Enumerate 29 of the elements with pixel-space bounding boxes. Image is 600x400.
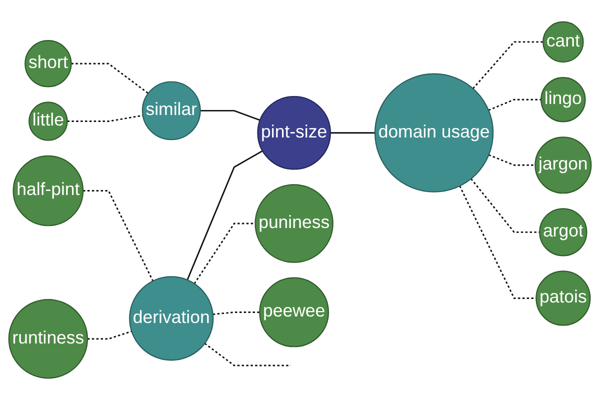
connector — [87, 330, 132, 340]
node-circle: little — [28, 102, 68, 141]
connector — [472, 41, 544, 90]
connector — [67, 114, 143, 122]
connector — [488, 154, 536, 166]
node-circle: pint-size — [257, 96, 331, 170]
node-circle: puniness — [254, 184, 334, 263]
node-circle: patois — [536, 270, 591, 326]
node-circle: domain usage — [374, 73, 494, 192]
connector — [83, 190, 154, 282]
node-circle: runtiness — [8, 299, 88, 379]
node-circle: argot — [539, 208, 588, 256]
connector — [470, 178, 540, 233]
connector — [488, 98, 542, 111]
connector — [200, 110, 260, 121]
connector — [330, 132, 375, 134]
node-circle: cant — [542, 21, 584, 63]
connector — [204, 342, 291, 366]
connector — [71, 62, 149, 94]
node-circle: peewee — [259, 277, 329, 348]
node-circle: short — [24, 40, 72, 88]
node-circle: half-pint — [12, 155, 84, 226]
connector — [186, 150, 263, 280]
connector — [459, 186, 536, 299]
connector — [194, 222, 256, 284]
connector — [212, 312, 260, 316]
node-circle: derivation — [129, 276, 214, 361]
node-circle: lingo — [540, 76, 586, 122]
node-circle: similar — [142, 81, 201, 140]
